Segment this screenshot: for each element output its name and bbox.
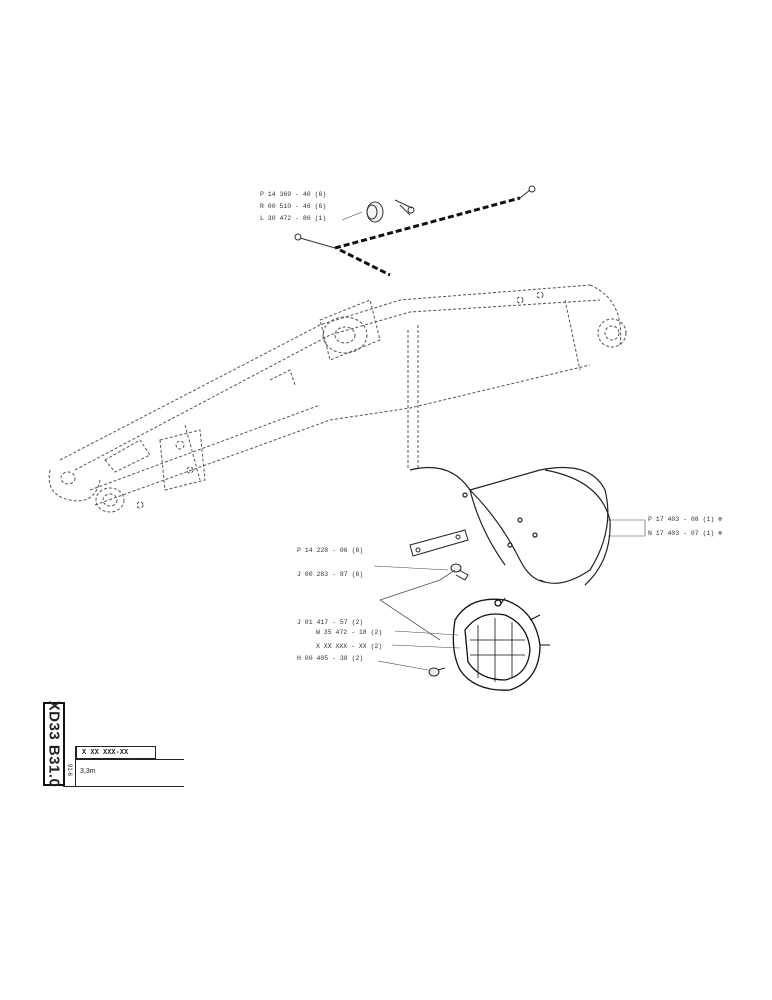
leader-lines bbox=[341, 211, 646, 671]
connector-cap bbox=[366, 199, 415, 223]
wiring-harness bbox=[334, 196, 521, 277]
serial-number-box: X XX XXX-XX bbox=[76, 746, 156, 759]
callout-c5: N 17 403 - 07 (1) ⊕ bbox=[648, 530, 722, 537]
sheet-code-box: XD33 B31.0 bbox=[43, 700, 65, 788]
fender bbox=[409, 466, 611, 586]
callout-c7: J 00 283 - 87 (6) bbox=[297, 571, 363, 578]
variant-label: 3,3m bbox=[80, 768, 96, 775]
callout-c11: H 00 405 - 38 (2) bbox=[297, 655, 363, 662]
lamp-screw bbox=[428, 667, 446, 677]
callout-c3: L 30 472 - 80 (1) bbox=[260, 215, 326, 222]
callout-c2: R 00 510 - 46 (6) bbox=[260, 203, 326, 210]
callout-c9: W 35 472 - 18 (2) bbox=[316, 629, 382, 636]
callout-c8: J 01 417 - 57 (2) bbox=[297, 619, 363, 626]
mounting-bracket bbox=[409, 529, 469, 557]
title-block-rule-2 bbox=[63, 786, 184, 787]
bolt bbox=[450, 563, 469, 581]
wiring-ends bbox=[294, 185, 536, 249]
sheet-code: XD33 B31.0 bbox=[45, 700, 63, 788]
assembly-line-2 bbox=[379, 599, 441, 641]
callout-c6: P 14 228 - 06 (6) bbox=[297, 547, 363, 554]
title-block-rule-1 bbox=[76, 759, 184, 760]
assembly-line bbox=[379, 569, 456, 601]
callout-c1: P 14 369 - 40 (6) bbox=[260, 191, 326, 198]
sheet-small-code-box: 91-6 bbox=[63, 754, 75, 787]
title-block-divider bbox=[75, 746, 76, 786]
sheet-small-code: 91-6 bbox=[66, 763, 72, 777]
callout-c10: X XX XXX - XX (2) bbox=[316, 643, 382, 650]
boom-arm bbox=[48, 284, 627, 513]
lamp-assembly bbox=[452, 597, 550, 691]
callout-c4: P 17 403 - 08 (1) ⊕ bbox=[648, 516, 722, 523]
